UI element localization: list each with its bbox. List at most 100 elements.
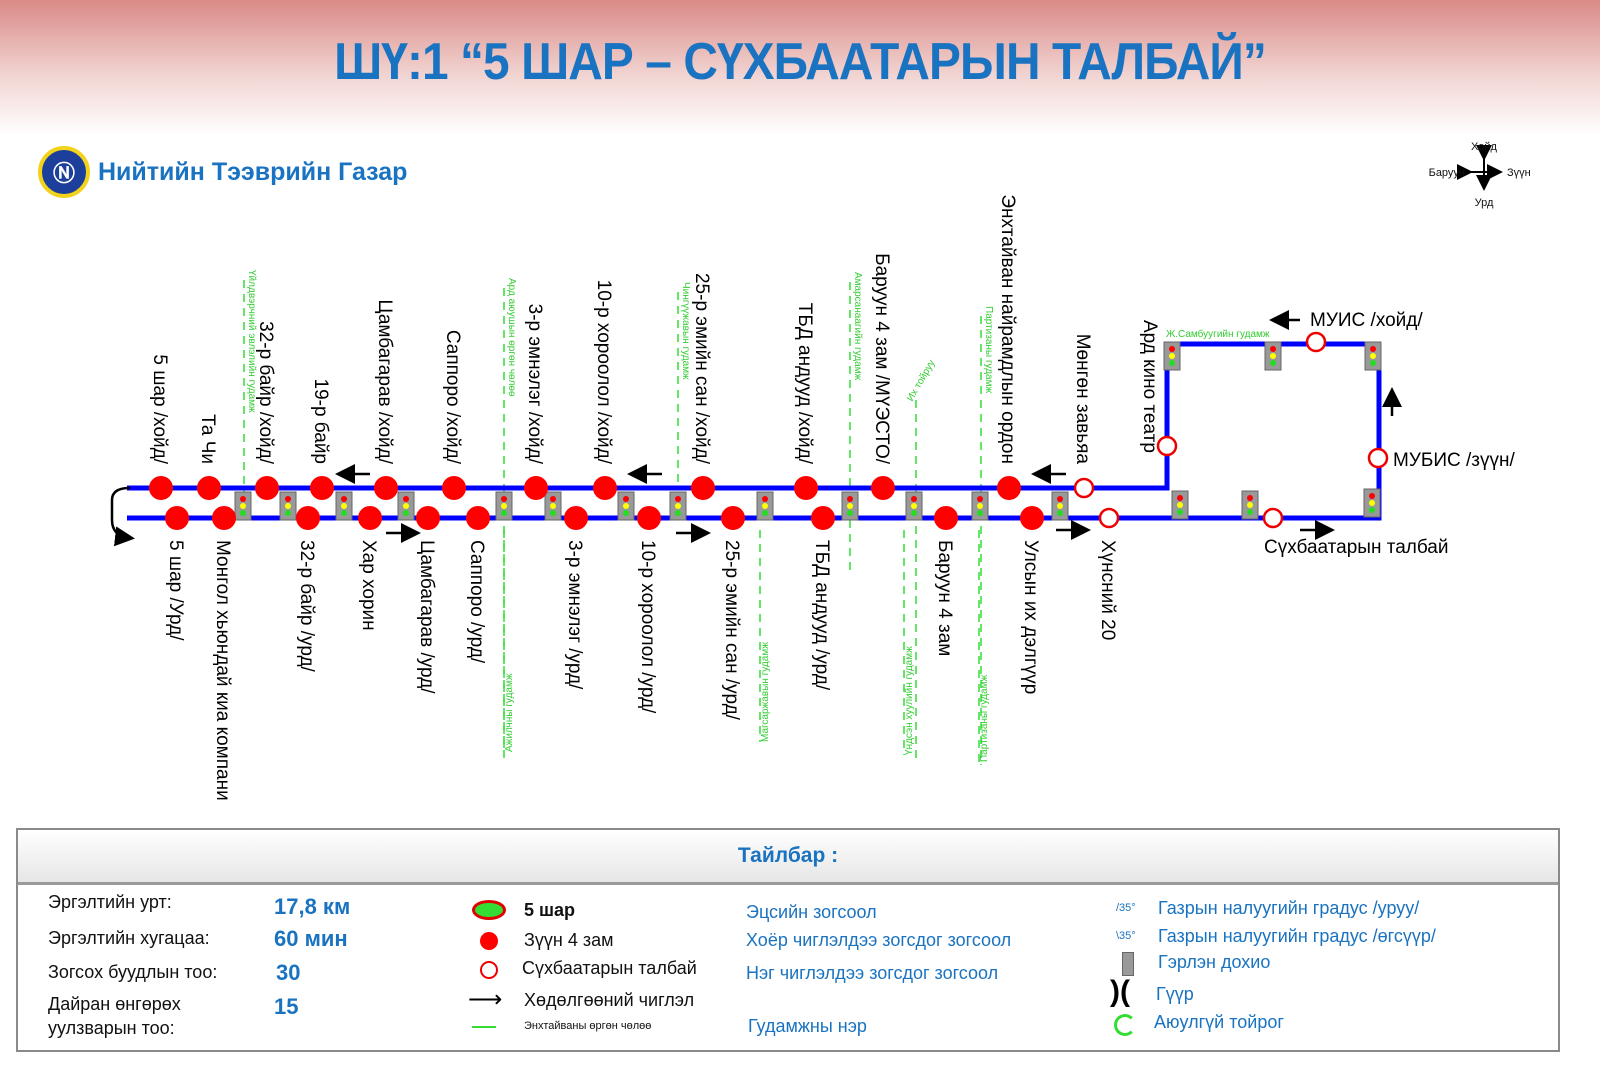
compass-north: Хойд xyxy=(1471,141,1497,153)
street-label: Партизаны гудамж xyxy=(983,306,994,393)
org-logo-icon: Ⓝ xyxy=(38,146,90,198)
stop-marker[interactable] xyxy=(358,506,382,530)
stop-marker[interactable] xyxy=(997,476,1021,500)
roundabout-icon xyxy=(1114,1014,1136,1036)
stop-label-loop: МУИС /хойд/ xyxy=(1310,310,1423,331)
stop-marker[interactable] xyxy=(310,476,334,500)
stop-marker[interactable] xyxy=(197,476,221,500)
stop-marker[interactable] xyxy=(871,476,895,500)
compass-icon: Хойд Урд Зүүн Баруун xyxy=(1429,141,1531,209)
stop-marker[interactable] xyxy=(255,476,279,500)
legend-symbol: Хөдөлгөөний чиглэл xyxy=(524,990,695,1010)
slope-up-icon: \35° xyxy=(1116,930,1136,942)
two-way-stop-icon xyxy=(480,932,498,950)
traffic-light-icon xyxy=(1241,490,1259,520)
stop-marker[interactable] xyxy=(296,506,320,530)
traffic-light-icon xyxy=(1364,341,1382,371)
stop-label-north: 5 шар /хойд/ xyxy=(149,354,170,464)
stop-label-north: 25-р эмийн сан /хойд/ xyxy=(691,273,712,465)
legend-panel: Тайлбар : Эргэлтийн урт: 17,8 км Эргэлти… xyxy=(16,828,1560,1052)
stat-value: 17,8 км xyxy=(274,894,351,919)
stop-label-south: Хүнсний 20 xyxy=(1097,540,1118,640)
street-label: Үйлдвэрчний эвлэлийн гудамж xyxy=(246,270,257,413)
traffic-light-icon xyxy=(669,491,687,521)
stop-marker[interactable] xyxy=(165,506,189,530)
stop-marker[interactable] xyxy=(1073,477,1095,499)
street-label: Ажилчны гудамж xyxy=(504,673,515,752)
stop-label-north: 3-р эмнэлэг /хойд/ xyxy=(524,304,545,465)
traffic-light-icon xyxy=(397,491,415,521)
stop-marker[interactable] xyxy=(1305,331,1327,353)
traffic-light-icon xyxy=(1363,488,1381,518)
traffic-light-icon xyxy=(1051,491,1069,521)
street-label: Ж.Самбуугийн гудамж xyxy=(1166,328,1270,340)
street-label: Их тойруу xyxy=(905,358,938,403)
stop-label-south: Улсын их дэлгүүр xyxy=(1020,540,1041,694)
street-label: Амарсанаагийн гудамж xyxy=(852,272,863,381)
stat-value: 60 мин xyxy=(274,926,348,951)
legend-other: Гэрлэн дохио xyxy=(1158,952,1271,972)
stop-label-loop: Ард кино театр xyxy=(1139,320,1160,453)
stop-label-south: 5 шар /Урд/ xyxy=(165,540,186,641)
stop-marker[interactable] xyxy=(442,476,466,500)
stop-label-north: Мөнгөн завьяа xyxy=(1072,334,1093,465)
stop-label-south: 10-р хороолол /урд/ xyxy=(637,540,658,714)
direction-arrow-icon: ⟶ xyxy=(468,986,503,1013)
stop-marker[interactable] xyxy=(374,476,398,500)
compass-south: Урд xyxy=(1475,197,1494,209)
stat-value: 15 xyxy=(274,994,299,1019)
legend-other: Аюулгүй тойрог xyxy=(1154,1012,1284,1032)
traffic-light-icon xyxy=(1264,341,1282,371)
stop-marker[interactable] xyxy=(1262,507,1284,529)
stop-label-north: 10-р хороолол /хойд/ xyxy=(593,280,614,465)
legend-symbol: Энхтайваны өргөн чөлөө xyxy=(524,1020,652,1032)
stop-marker[interactable] xyxy=(1156,435,1178,457)
stop-label-south: 3-р эмнэлэг /урд/ xyxy=(564,540,585,690)
stop-marker[interactable] xyxy=(466,506,490,530)
stop-label-north: Энхтайван найрамдлын ордон xyxy=(997,194,1018,464)
stop-marker[interactable] xyxy=(593,476,617,500)
stat-label: Зогсох буудлын тоо: xyxy=(48,962,218,982)
stat-label: Дайран өнгөрөх уулзварын тоо: xyxy=(48,994,181,1038)
traffic-light-icon xyxy=(335,491,353,521)
stop-label-loop: Сүхбаатарын талбай xyxy=(1264,537,1449,558)
street-line-icon xyxy=(472,1026,496,1028)
stop-marker[interactable] xyxy=(524,476,548,500)
stop-marker[interactable] xyxy=(637,506,661,530)
legend-symbol: Сүхбаатарын талбай xyxy=(522,958,697,978)
traffic-light-icon xyxy=(617,491,635,521)
street-label: Партизаны гудамж xyxy=(979,675,990,762)
stop-marker[interactable] xyxy=(1367,447,1389,469)
stop-type: Нэг чиглэлдээ зогсдог зогсоол xyxy=(746,963,999,983)
page-title: ШҮ:1 “5 ШАР – СҮХБААТАРЫН ТАЛБАЙ” xyxy=(334,33,1267,91)
stop-marker[interactable] xyxy=(1098,507,1120,529)
stat-label: Эргэлтийн хугацаа: xyxy=(48,928,210,948)
stop-label-south: 25-р эмийн сан /урд/ xyxy=(721,540,742,721)
legend-other: Газрын налуугийн градус /уруу/ xyxy=(1158,898,1420,918)
stop-marker[interactable] xyxy=(416,506,440,530)
stop-marker[interactable] xyxy=(811,506,835,530)
traffic-light-icon xyxy=(905,491,923,521)
stop-marker[interactable] xyxy=(149,476,173,500)
traffic-light-icon xyxy=(544,491,562,521)
stop-label-south: Баруун 4 зам xyxy=(934,540,955,656)
street-label: Үндсэн хуулийн гудамж xyxy=(904,646,915,755)
stop-marker[interactable] xyxy=(564,506,588,530)
bridge-icon: )( xyxy=(1110,975,1130,1008)
traffic-light-icon xyxy=(234,491,252,521)
stop-type: Хоёр чиглэлдээ зогсдог зогсоол xyxy=(746,930,1012,950)
stop-marker[interactable] xyxy=(1020,506,1044,530)
direction-arrows xyxy=(335,310,1402,543)
traffic-light-icon xyxy=(495,491,513,521)
stop-label-north: 32-р байр /хойд/ xyxy=(255,321,276,465)
stop-marker[interactable] xyxy=(794,476,818,500)
stop-marker[interactable] xyxy=(934,506,958,530)
stop-label-south: ТБД андууд /урд/ xyxy=(811,540,832,691)
street-label: Чингүүжавын гудамж xyxy=(680,282,691,380)
legend-symbol: 5 шар xyxy=(524,900,576,920)
stop-marker[interactable] xyxy=(691,476,715,500)
stop-marker[interactable] xyxy=(721,506,745,530)
traffic-light-icon xyxy=(756,491,774,521)
stop-label-south: Цамбагарав /урд/ xyxy=(416,540,437,694)
stop-marker[interactable] xyxy=(212,506,236,530)
